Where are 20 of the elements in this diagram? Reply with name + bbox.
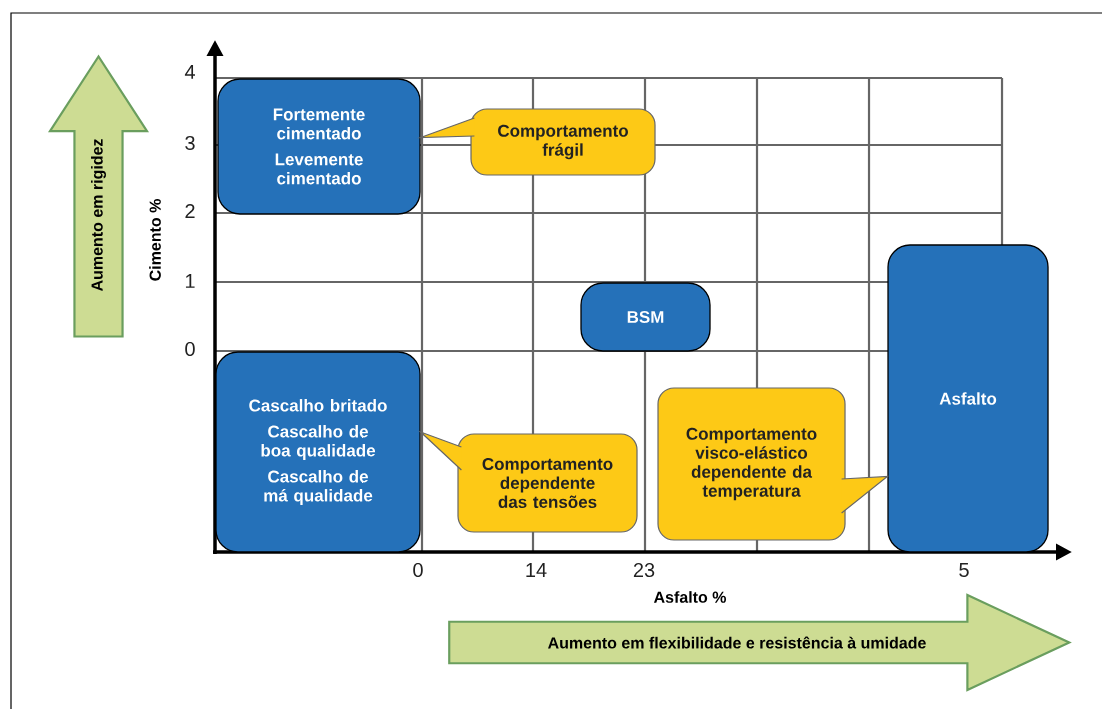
tick-label: 5	[959, 563, 969, 577]
axis-title: Asfalto %	[653, 591, 726, 603]
tick-label: 1	[185, 274, 195, 288]
tick-label: 0	[185, 341, 195, 357]
material-box: BSM	[580, 282, 711, 352]
tick-label: 2	[185, 204, 195, 218]
material-box: Cascalho britado Cascalho de boa qualidade Cascalho de má qualidade	[215, 351, 421, 553]
speech-bubble: Comportamento dependente das tensões	[457, 433, 638, 533]
tick-label: 14	[526, 563, 547, 577]
material-box: Fortemente cimentado Levemente cimentado	[217, 78, 421, 215]
material-box: Asfalto	[887, 244, 1049, 553]
speech-bubble: Comportamento visco-elástico dependente da temperatura	[657, 387, 846, 541]
callout-tail	[416, 117, 475, 139]
callout-tail	[418, 430, 462, 471]
callout-tail	[841, 475, 890, 514]
speech-bubble: Comportamento frágil	[470, 108, 656, 176]
tick-label: 23	[633, 562, 655, 578]
tick-label: 0	[413, 562, 423, 578]
tick-label: 4	[184, 65, 195, 79]
tick-label: 3	[185, 135, 195, 151]
